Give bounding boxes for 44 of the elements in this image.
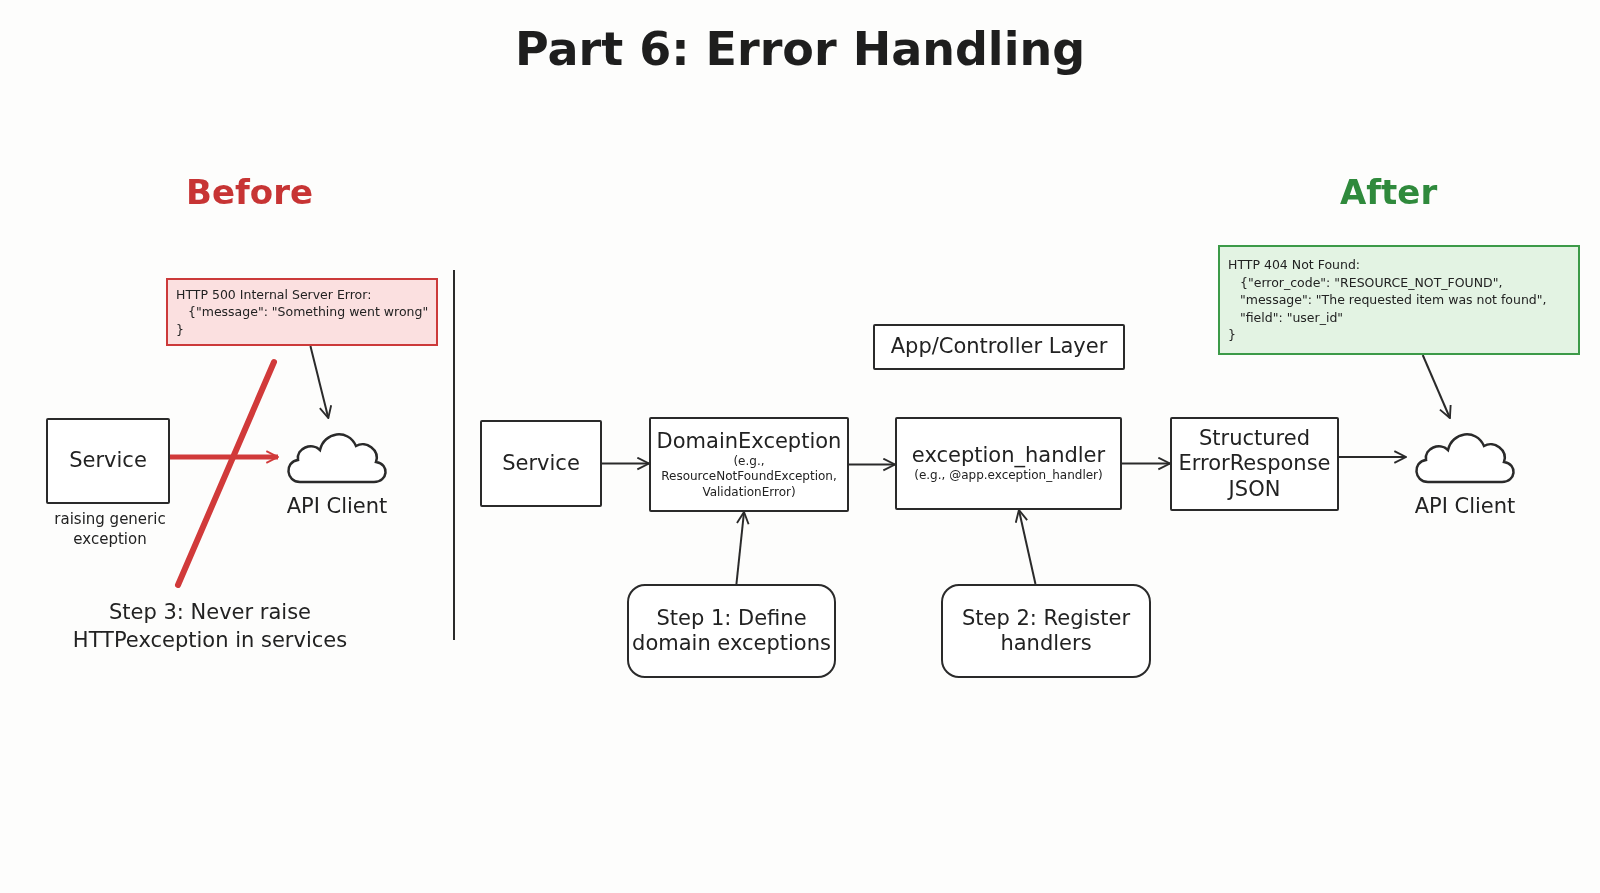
code-line: "message": "The requested item was not found", bbox=[1239, 291, 1547, 309]
code-line: HTTP 404 Not Found: bbox=[1228, 256, 1361, 274]
arrow bbox=[1014, 509, 1037, 585]
arrow bbox=[1338, 450, 1407, 464]
arrow bbox=[1121, 456, 1171, 471]
node-title: App/Controller Layer bbox=[890, 334, 1108, 360]
process-box bbox=[46, 418, 170, 504]
arrow bbox=[735, 511, 750, 585]
node-title: Step 1: Define domain exceptions bbox=[631, 605, 832, 657]
node-title: DomainException bbox=[656, 428, 842, 454]
code-line: } bbox=[1228, 326, 1236, 344]
step-box bbox=[627, 584, 836, 678]
title: Part 6: Error Handling bbox=[514, 22, 1086, 76]
response-box bbox=[166, 278, 438, 346]
note-text: Step 3: Never raise HTTPexception in services bbox=[71, 599, 349, 655]
section-heading: After bbox=[1340, 172, 1438, 212]
node-label: API Client bbox=[1414, 494, 1516, 518]
code-line: {"error_code": "RESOURCE_NOT_FOUND", bbox=[1239, 273, 1503, 292]
section-heading: Before bbox=[186, 172, 313, 212]
code-line: HTTP 500 Internal Server Error: bbox=[176, 285, 372, 304]
node-caption: raising generic exception bbox=[53, 510, 167, 549]
node-title: Structured ErrorResponse JSON bbox=[1177, 426, 1332, 502]
node-subtitle: (e.g., @app.exception_handler) bbox=[914, 468, 1103, 484]
node-title: Step 2: Register handlers bbox=[960, 605, 1132, 657]
arrow bbox=[601, 456, 650, 471]
process-box bbox=[649, 417, 849, 512]
node-label: API Client bbox=[286, 494, 388, 518]
code-line: "field": "user_id" bbox=[1239, 308, 1344, 327]
step-box bbox=[941, 584, 1151, 678]
process-box bbox=[873, 324, 1125, 370]
node-subtitle: (e.g., ResourceNotFoundException, ValidationError) bbox=[660, 453, 838, 501]
response-box bbox=[1218, 245, 1580, 355]
code-line: {"message": "Something went wrong" bbox=[187, 303, 429, 321]
arrow bbox=[848, 457, 896, 472]
node-title: exception_handler bbox=[911, 443, 1106, 469]
arrow bbox=[170, 450, 279, 464]
arrow bbox=[309, 345, 333, 419]
process-box bbox=[1170, 417, 1339, 511]
node-title: Service bbox=[502, 450, 580, 477]
code-line: } bbox=[176, 320, 184, 339]
arrow bbox=[1421, 354, 1452, 419]
process-box bbox=[480, 420, 602, 507]
process-box bbox=[895, 417, 1122, 510]
node-title: Service bbox=[69, 448, 147, 474]
